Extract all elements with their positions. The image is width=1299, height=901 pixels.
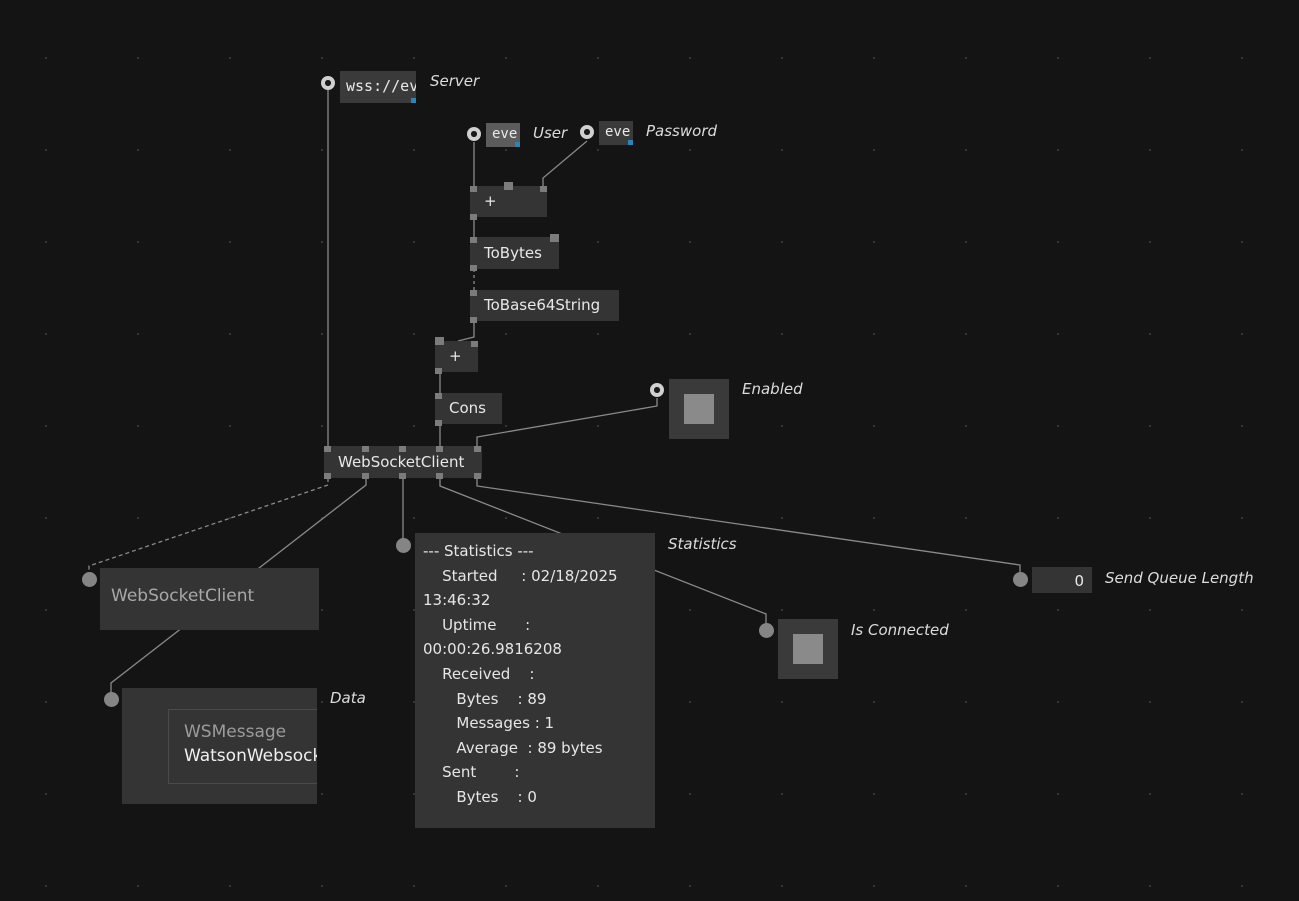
pin[interactable] [470, 237, 477, 243]
tobase64-node[interactable]: ToBase64String [470, 290, 619, 321]
cons-node[interactable]: Cons [435, 393, 502, 424]
pin[interactable] [324, 473, 331, 479]
pin[interactable] [470, 214, 477, 220]
pin[interactable] [436, 473, 443, 479]
pin[interactable] [362, 473, 369, 479]
statistics-line: Uptime : [423, 615, 531, 634]
pin[interactable] [399, 473, 406, 479]
pin[interactable] [435, 368, 442, 374]
password-label: Password [646, 122, 718, 140]
statistics-line: 13:46:32 [423, 591, 491, 610]
is-connected-label: Is Connected [851, 621, 949, 639]
enabled-toggle[interactable] [669, 379, 729, 439]
pin[interactable] [471, 341, 478, 347]
data-output-box[interactable]: WSMessage WatsonWebsocket [122, 688, 317, 804]
data-message-frame: WSMessage WatsonWebsocket [168, 709, 317, 784]
wire-enabled [476, 398, 658, 446]
wire-password [542, 140, 588, 186]
data-label: Data [330, 689, 366, 707]
statistics-pin-icon[interactable] [396, 538, 411, 553]
user-pin-icon[interactable] [467, 127, 481, 141]
statistics-line: --- Statistics --- [423, 542, 534, 560]
password-value: eve [605, 124, 631, 140]
websocketclient-node[interactable]: WebSocketClient [324, 446, 482, 478]
wire-base64-plus [457, 321, 475, 342]
wire-client-output [88, 478, 329, 574]
statistics-line: Average : 89 bytes [423, 738, 603, 757]
send-queue-pin-icon[interactable] [1013, 572, 1028, 587]
client-output-box[interactable]: WebSocketClient [100, 568, 319, 630]
tobase64-node-label: ToBase64String [484, 296, 601, 314]
pin[interactable] [435, 420, 442, 426]
cons-node-label: Cons [449, 399, 486, 417]
server-label: Server [430, 72, 480, 90]
send-queue-value: 0 [1074, 572, 1084, 590]
plus-node-mid[interactable]: + [435, 341, 478, 372]
is-connected-pin-icon[interactable] [759, 623, 774, 638]
is-connected-toggle[interactable] [778, 619, 838, 679]
plus-node-mid-label: + [449, 347, 462, 365]
websocketclient-node-label: WebSocketClient [338, 452, 465, 471]
pin[interactable] [474, 446, 481, 452]
resize-handle-icon[interactable] [411, 98, 416, 103]
enabled-label: Enabled [742, 380, 803, 398]
pin[interactable] [470, 186, 477, 192]
pin[interactable] [540, 186, 547, 192]
data-type-name: WSMessage [184, 722, 287, 742]
plus-node-top-label: + [484, 192, 497, 210]
data-pin-icon[interactable] [104, 692, 119, 707]
pin[interactable] [435, 337, 444, 345]
pin[interactable] [550, 234, 559, 242]
enabled-pin-icon[interactable] [650, 383, 664, 397]
server-input[interactable]: wss://ev [340, 71, 416, 103]
pin[interactable] [436, 446, 443, 452]
statistics-line: Started : 02/18/2025 [423, 566, 618, 585]
pin[interactable] [470, 317, 477, 323]
enabled-toggle-knob [684, 394, 714, 424]
tobytes-node[interactable]: ToBytes [470, 237, 559, 269]
send-queue-value-box[interactable]: 0 [1032, 567, 1092, 593]
password-pin-icon[interactable] [580, 125, 594, 139]
data-value: WatsonWebsocket [184, 746, 317, 766]
statistics-panel[interactable]: --- Statistics --- Started : 02/18/2025 … [415, 533, 655, 828]
statistics-line: Bytes : 0 [423, 787, 537, 806]
statistics-label: Statistics [668, 535, 737, 553]
is-connected-knob [793, 634, 823, 664]
pin[interactable] [474, 473, 481, 479]
statistics-line: 00:00:26.9816208 [423, 640, 562, 659]
tobytes-node-label: ToBytes [484, 243, 542, 262]
user-input[interactable]: eve [486, 123, 520, 147]
user-label: User [533, 124, 568, 142]
pin[interactable] [470, 265, 477, 271]
statistics-line: Received : [423, 664, 535, 683]
client-output-value: WebSocketClient [111, 586, 255, 606]
server-value: wss://ev [346, 77, 416, 95]
client-output-pin-icon[interactable] [82, 572, 97, 587]
pin[interactable] [504, 182, 513, 190]
statistics-line: Bytes : 89 [423, 689, 547, 708]
pin[interactable] [324, 446, 331, 452]
pin[interactable] [362, 446, 369, 452]
send-queue-label: Send Queue Length [1105, 569, 1254, 587]
pin[interactable] [435, 393, 442, 399]
resize-handle-icon[interactable] [628, 140, 633, 145]
user-value: eve [492, 126, 518, 142]
server-pin-icon[interactable] [321, 76, 335, 90]
statistics-line: Sent : [423, 763, 520, 782]
plus-node-top[interactable]: + [470, 186, 547, 217]
resize-handle-icon[interactable] [515, 142, 520, 147]
wire-queue [476, 478, 1021, 575]
password-input[interactable]: eve [599, 121, 633, 145]
statistics-line: Messages : 1 [423, 714, 555, 733]
pin[interactable] [399, 446, 406, 452]
pin[interactable] [470, 290, 477, 296]
